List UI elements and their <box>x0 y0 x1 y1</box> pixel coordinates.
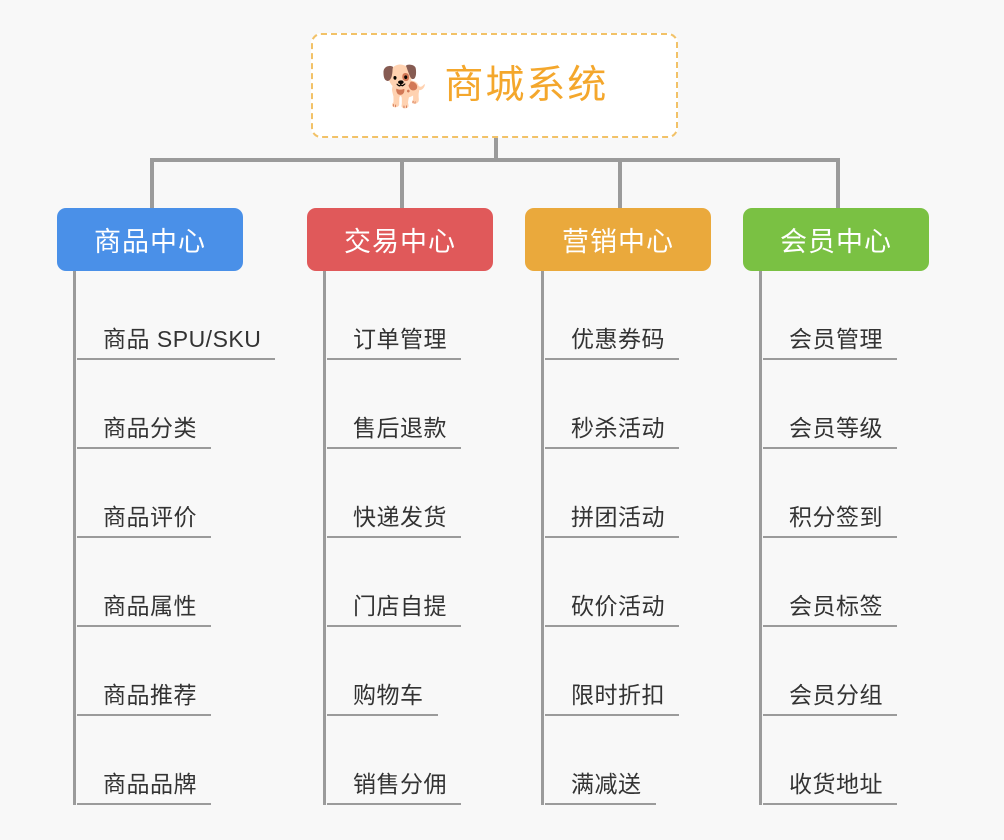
list-item-underline <box>763 625 897 627</box>
category-header-label: 营销中心 <box>562 227 674 257</box>
category-header-label: 交易中心 <box>344 227 456 257</box>
list-item-label: 销售分佣 <box>353 771 447 797</box>
list-item-underline <box>545 358 679 360</box>
list-item[interactable]: 门店自提 <box>327 538 537 627</box>
leaf-list-product: 商品 SPU/SKU 商品分类 商品评价 商品属性 商品推荐 商品品牌 <box>73 271 287 805</box>
list-item-underline <box>545 625 679 627</box>
list-item-underline <box>77 358 275 360</box>
category-header-trade[interactable]: 交易中心 <box>307 208 493 271</box>
list-item-underline <box>327 536 461 538</box>
list-item[interactable]: 优惠券码 <box>545 271 755 360</box>
list-item[interactable]: 会员标签 <box>763 538 973 627</box>
list-item-underline <box>327 714 438 716</box>
list-item[interactable]: 会员等级 <box>763 360 973 449</box>
list-item-underline <box>77 714 211 716</box>
category-header-marketing[interactable]: 营销中心 <box>525 208 711 271</box>
list-item-underline <box>327 625 461 627</box>
category-header-label: 会员中心 <box>780 227 892 257</box>
list-item-label: 商品评价 <box>103 504 197 530</box>
connector-drop-4 <box>836 158 840 210</box>
list-item[interactable]: 拼团活动 <box>545 449 755 538</box>
list-item[interactable]: 快递发货 <box>327 449 537 538</box>
shiba-dog-icon: 🐕 <box>380 64 431 109</box>
list-item[interactable]: 商品评价 <box>77 449 287 538</box>
list-item[interactable]: 订单管理 <box>327 271 537 360</box>
list-item-underline <box>327 803 461 805</box>
list-item-label: 收货地址 <box>789 771 883 797</box>
list-item[interactable]: 会员管理 <box>763 271 973 360</box>
list-item-underline <box>77 803 211 805</box>
list-item-label: 满减送 <box>571 771 642 797</box>
list-item[interactable]: 砍价活动 <box>545 538 755 627</box>
list-item-underline <box>327 447 461 449</box>
connector-drop-3 <box>618 158 622 210</box>
list-item-label: 门店自提 <box>353 593 447 619</box>
list-item-label: 商品 SPU/SKU <box>103 326 262 352</box>
list-item-label: 会员标签 <box>789 593 883 619</box>
list-item-underline <box>327 358 461 360</box>
root-node-shop-system[interactable]: 🐕 商城系统 <box>311 33 678 138</box>
list-item-underline <box>77 447 211 449</box>
list-item-underline <box>77 625 211 627</box>
category-column-product: 商品中心 商品 SPU/SKU 商品分类 商品评价 商品属性 商品推荐 <box>57 208 287 805</box>
list-item-underline <box>545 803 656 805</box>
list-item-underline <box>763 536 897 538</box>
list-item-label: 售后退款 <box>353 415 447 441</box>
list-item[interactable]: 秒杀活动 <box>545 360 755 449</box>
list-item[interactable]: 积分签到 <box>763 449 973 538</box>
list-item-underline <box>763 803 897 805</box>
list-item-underline <box>763 447 897 449</box>
list-item-label: 商品属性 <box>103 593 197 619</box>
list-item[interactable]: 商品品牌 <box>77 716 287 805</box>
list-item-label: 会员等级 <box>789 415 883 441</box>
list-item-underline <box>763 714 897 716</box>
category-column-trade: 交易中心 订单管理 售后退款 快递发货 门店自提 购物车 <box>307 208 537 805</box>
list-item[interactable]: 商品分类 <box>77 360 287 449</box>
list-item-underline <box>545 536 679 538</box>
list-item[interactable]: 购物车 <box>327 627 537 716</box>
list-item-label: 积分签到 <box>789 504 883 530</box>
category-header-member[interactable]: 会员中心 <box>743 208 929 271</box>
category-header-label: 商品中心 <box>94 227 206 257</box>
list-item-label: 购物车 <box>353 682 424 708</box>
connector-drop-2 <box>400 158 404 210</box>
list-item[interactable]: 销售分佣 <box>327 716 537 805</box>
list-item-label: 订单管理 <box>353 326 447 352</box>
list-item[interactable]: 商品推荐 <box>77 627 287 716</box>
list-item-underline <box>545 714 679 716</box>
connector-root-stem <box>494 138 498 162</box>
connector-drop-1 <box>150 158 154 210</box>
list-item-label: 会员管理 <box>789 326 883 352</box>
list-item[interactable]: 限时折扣 <box>545 627 755 716</box>
connector-horizontal-bar <box>150 158 840 162</box>
root-node-title: 商城系统 <box>444 64 609 107</box>
list-item[interactable]: 商品属性 <box>77 538 287 627</box>
leaf-list-marketing: 优惠券码 秒杀活动 拼团活动 砍价活动 限时折扣 满减送 <box>541 271 755 805</box>
list-item-underline <box>77 536 211 538</box>
list-item-label: 拼团活动 <box>571 504 665 530</box>
list-item-label: 商品品牌 <box>103 771 197 797</box>
list-item-label: 商品分类 <box>103 415 197 441</box>
category-column-member: 会员中心 会员管理 会员等级 积分签到 会员标签 会员分组 <box>743 208 973 805</box>
list-item-label: 快递发货 <box>353 504 447 530</box>
list-item[interactable]: 会员分组 <box>763 627 973 716</box>
list-item-label: 限时折扣 <box>571 682 665 708</box>
category-header-product[interactable]: 商品中心 <box>57 208 243 271</box>
list-item[interactable]: 商品 SPU/SKU <box>77 271 287 360</box>
list-item-label: 秒杀活动 <box>571 415 665 441</box>
list-item[interactable]: 收货地址 <box>763 716 973 805</box>
list-item-underline <box>763 358 897 360</box>
list-item-label: 砍价活动 <box>571 593 665 619</box>
leaf-list-trade: 订单管理 售后退款 快递发货 门店自提 购物车 销售分佣 <box>323 271 537 805</box>
list-item[interactable]: 满减送 <box>545 716 755 805</box>
list-item-label: 优惠券码 <box>571 326 665 352</box>
list-item-underline <box>545 447 679 449</box>
leaf-list-member: 会员管理 会员等级 积分签到 会员标签 会员分组 收货地址 <box>759 271 973 805</box>
list-item[interactable]: 售后退款 <box>327 360 537 449</box>
list-item-label: 会员分组 <box>789 682 883 708</box>
category-column-marketing: 营销中心 优惠券码 秒杀活动 拼团活动 砍价活动 限时折扣 <box>525 208 755 805</box>
list-item-label: 商品推荐 <box>103 682 197 708</box>
